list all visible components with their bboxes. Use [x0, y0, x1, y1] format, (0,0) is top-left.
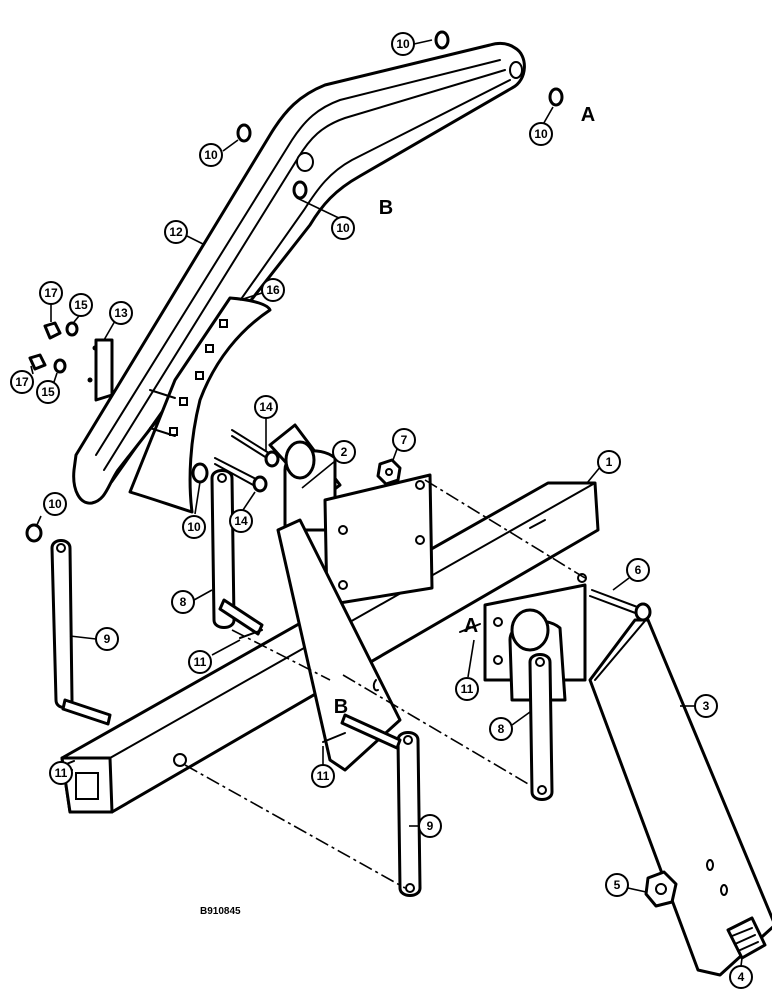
bolts-14	[214, 429, 280, 493]
svg-text:10: 10	[396, 37, 410, 51]
callout-10-mid: 10	[199, 143, 223, 167]
bolt-6	[589, 589, 652, 622]
right-link-8	[528, 653, 554, 801]
callout-14-upper: 14	[254, 395, 278, 419]
svg-text:7: 7	[401, 433, 408, 447]
callout-15-upper: 15	[69, 293, 93, 317]
nut-7	[376, 458, 402, 486]
svg-text:5: 5	[614, 878, 621, 892]
ref-letter-b-lower: B	[334, 696, 348, 718]
callout-11-c: 11	[49, 761, 73, 785]
callout-leaders	[30, 39, 743, 967]
callout-17-lower: 17	[10, 370, 34, 394]
callout-17-upper: 17	[39, 281, 63, 305]
svg-text:10: 10	[534, 127, 548, 141]
callout-13: 13	[109, 301, 133, 325]
callout-10-a: 10	[529, 122, 553, 146]
ref-letter-b-top: B	[379, 197, 393, 219]
svg-text:3: 3	[703, 699, 710, 713]
svg-text:10: 10	[204, 148, 218, 162]
callout-4: 4	[729, 965, 753, 989]
washers-10	[25, 30, 564, 543]
callout-5: 5	[605, 873, 629, 897]
svg-text:10: 10	[336, 221, 350, 235]
callout-11-b: 11	[455, 677, 479, 701]
callout-9-left: 9	[95, 627, 119, 651]
left-link-9	[50, 539, 112, 726]
callout-10-top: 10	[391, 32, 415, 56]
left-link-8	[210, 469, 264, 636]
bolt-4	[726, 916, 767, 960]
callout-12: 12	[164, 220, 188, 244]
svg-text:11: 11	[55, 766, 68, 780]
svg-text:2: 2	[341, 445, 348, 459]
svg-text:10: 10	[187, 520, 201, 534]
svg-text:9: 9	[427, 819, 434, 833]
ref-letter-a-top: A	[581, 104, 595, 126]
callout-15-lower: 15	[36, 380, 60, 404]
callout-3: 3	[694, 694, 718, 718]
callout-11-d: 11	[311, 764, 335, 788]
svg-text:8: 8	[180, 595, 187, 609]
assembly-lines	[184, 479, 586, 889]
svg-text:13: 13	[114, 306, 128, 320]
callout-8-left: 8	[171, 590, 195, 614]
curved-arm	[72, 41, 526, 505]
svg-text:15: 15	[41, 385, 55, 399]
svg-text:11: 11	[461, 682, 474, 696]
svg-text:14: 14	[234, 514, 248, 528]
nuts-17-washers-15	[28, 321, 79, 374]
svg-text:16: 16	[266, 283, 280, 297]
callout-10-left: 10	[43, 492, 67, 516]
mounting-bracket	[268, 423, 434, 772]
callout-6: 6	[626, 558, 650, 582]
svg-text:12: 12	[169, 225, 183, 239]
blade-plate	[128, 296, 272, 514]
clamp-plate	[87, 338, 114, 402]
callout-2: 2	[332, 440, 356, 464]
svg-text:9: 9	[104, 632, 111, 646]
callout-14-lower: 14	[229, 509, 253, 533]
callout-16: 16	[261, 278, 285, 302]
nut-5	[644, 870, 678, 908]
ref-letter-a-lower: A	[464, 615, 478, 637]
bottom-link-9	[340, 713, 422, 897]
svg-text:6: 6	[635, 563, 642, 577]
callout-10-lower: 10	[182, 515, 206, 539]
callout-1: 1	[597, 450, 621, 474]
svg-text:11: 11	[317, 769, 330, 783]
callout-9-bottom: 9	[418, 814, 442, 838]
svg-text:17: 17	[15, 375, 29, 389]
callout-11-a: 11	[188, 650, 212, 674]
svg-text:11: 11	[194, 655, 207, 669]
svg-text:17: 17	[44, 286, 58, 300]
callout-10-b: 10	[331, 216, 355, 240]
svg-text:14: 14	[259, 400, 273, 414]
callout-8-right: 8	[489, 717, 513, 741]
right-bracket	[483, 583, 772, 977]
svg-text:10: 10	[48, 497, 62, 511]
callout-7: 7	[392, 428, 416, 452]
svg-text:8: 8	[498, 722, 505, 736]
drawing-code: B910845	[200, 906, 241, 917]
svg-text:1: 1	[606, 455, 613, 469]
svg-text:4: 4	[738, 970, 745, 984]
svg-text:15: 15	[74, 298, 88, 312]
